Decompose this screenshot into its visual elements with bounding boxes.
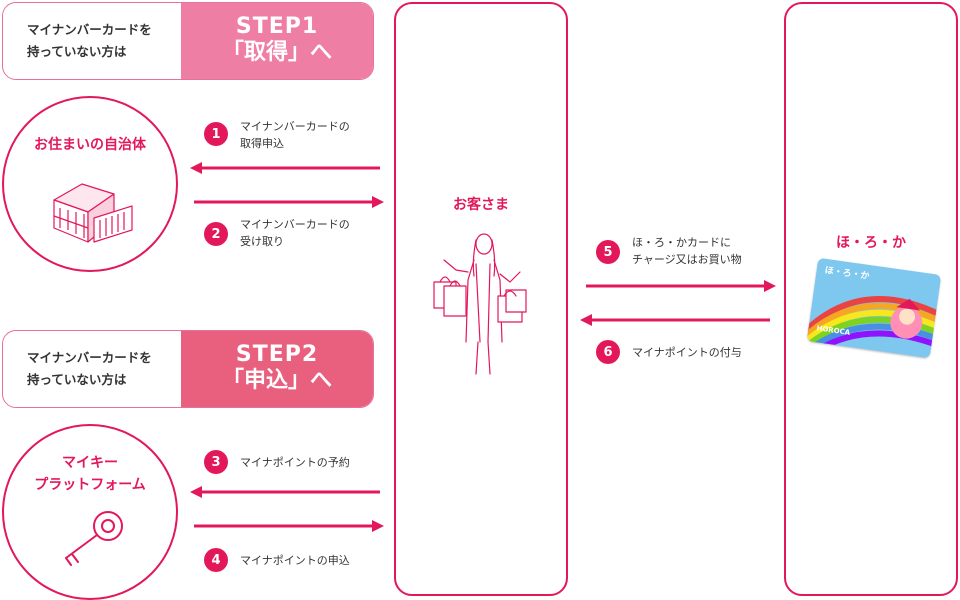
step1-box: マイナンバーカードを 持っていない方は STEP1 「取得」へ [2,2,374,80]
step1-title: STEP1 [235,13,319,39]
horoca-card: ほ・ろ・か HOROCA [806,257,942,359]
step-number-4: 4 [204,548,228,572]
platform-label-line2: プラットフォーム [34,477,146,494]
step-number-3: 3 [204,450,228,474]
step-text-1-line2: 取得申込 [240,137,284,151]
municipality-label: お住まいの自治体 [34,137,146,153]
step2-condition-line1: マイナンバーカードを [27,350,152,366]
step-text-5-line1: ほ・ろ・かカードに [632,236,731,249]
step1-condition-line2: 持っていない方は [27,44,127,59]
step-text-6: マイナポイントの付与 [632,344,742,361]
step2-box: マイナンバーカードを 持っていない方は STEP2 「申込」へ [2,330,374,408]
arrow-to-municipality [190,162,380,174]
step-text-3: マイナポイントの予約 [240,454,350,471]
step1-condition-line1: マイナンバーカードを [27,22,152,38]
municipality-circle: お住まいの自治体 [2,96,178,272]
step-text-2-line2: 受け取り [240,235,284,249]
shopper-icon [433,233,527,375]
step-text-4: マイナポイントの申込 [240,552,350,569]
arrow-to-platform [190,486,380,498]
step-text-6-line1: マイナポイントの付与 [632,346,742,359]
step2-action: 「申込」へ [221,367,332,393]
step1-action: 「取得」へ [221,39,332,65]
step1-badge: STEP1 「取得」へ [181,3,373,79]
step-text-4-line1: マイナポイントの申込 [240,554,350,567]
platform-label: マイキー プラットフォーム [4,452,176,497]
step-text-5: ほ・ろ・かカードに チャージ又はお買い物 [632,234,742,268]
step2-title: STEP2 [235,341,319,367]
arrow-to-customer-1 [194,196,384,208]
horoca-label: ほ・ろ・か [836,235,906,251]
step-text-3-line1: マイナポイントの予約 [240,456,350,469]
arrow-to-customer-2 [194,520,384,532]
arrow-to-horoca [586,280,776,292]
city-hall-icon [53,183,133,243]
step2-badge: STEP2 「申込」へ [181,331,373,407]
step1-condition: マイナンバーカードを 持っていない方は [3,3,181,79]
step-text-1-line1: マイナンバーカードの [240,120,350,133]
platform-circle: マイキー プラットフォーム [2,424,178,600]
key-icon [65,511,123,566]
step-number-1: 1 [204,122,228,146]
step-text-1: マイナンバーカードの 取得申込 [240,118,350,152]
customer-label: お客さま [453,197,509,213]
step-number-5: 5 [596,240,620,264]
customer-panel: お客さま [394,2,568,596]
arrow-to-customer-3 [580,314,770,326]
step-number-6: 6 [596,340,620,364]
platform-label-line1: マイキー [62,455,118,471]
step2-condition: マイナンバーカードを 持っていない方は [3,331,181,407]
step2-condition-line2: 持っていない方は [27,372,127,387]
rainbow-graphic [806,296,942,359]
step-text-2-line1: マイナンバーカードの [240,218,350,231]
step-text-2: マイナンバーカードの 受け取り [240,216,350,250]
horoca-panel: ほ・ろ・か ほ・ろ・か HOROCA [784,2,958,596]
step-text-5-line2: チャージ又はお買い物 [632,253,742,267]
step-number-2: 2 [204,222,228,246]
